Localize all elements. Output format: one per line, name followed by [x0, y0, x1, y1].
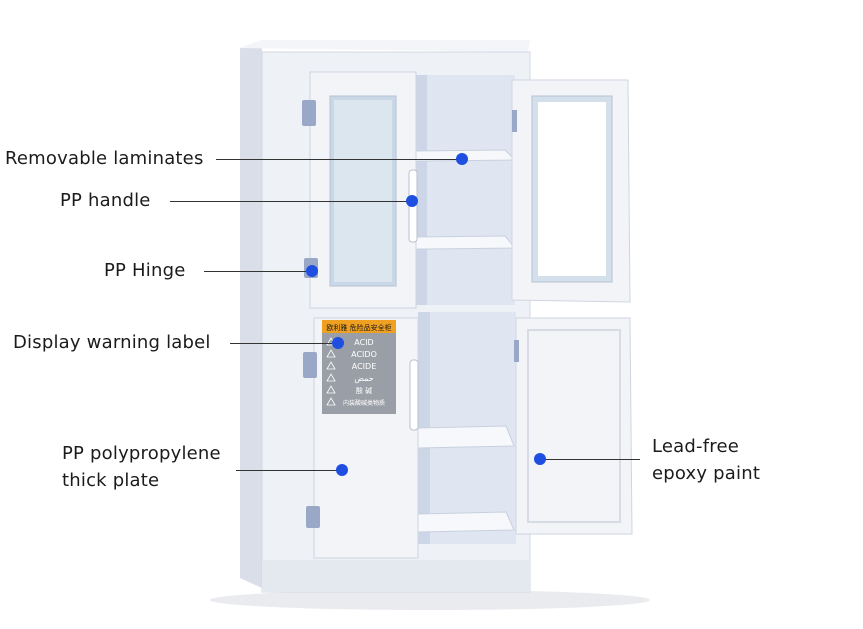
hazard-icon-6 — [326, 397, 336, 406]
upper-right-door-glass-inner — [538, 102, 606, 276]
marker-dot-epoxy-paint — [534, 453, 546, 465]
callout-removable-laminates: Removable laminates — [5, 148, 204, 169]
hazard-icon-3 — [326, 361, 336, 370]
marker-dot-pp-hinge — [306, 265, 318, 277]
warning-label-header-bar — [322, 320, 396, 333]
hinge-top — [302, 100, 316, 126]
right-door-hinge-top — [512, 110, 517, 132]
warning-line-1: ACID — [354, 338, 373, 347]
warning-label-header: 欧利雅 危险品安全柜 — [326, 323, 391, 332]
callout-pp-plate-line1: PP polypropylene — [62, 443, 221, 464]
marker-dot-pp-plate — [336, 464, 348, 476]
warning-label-panel — [322, 320, 396, 414]
shelf-lower-1 — [417, 425, 515, 449]
upper-interior — [415, 75, 515, 305]
right-door-hinge-lower — [514, 340, 519, 362]
hazard-icon-2 — [326, 349, 336, 358]
floor-shadow — [210, 590, 650, 610]
hinge-lower — [303, 352, 317, 378]
warning-line-2: ACIDO — [351, 350, 377, 359]
hazard-icon-4 — [326, 373, 336, 382]
callout-epoxy-paint-line1: Lead-free — [652, 436, 740, 457]
leader-line-removable-laminates — [216, 159, 462, 160]
marker-dot-removable-laminates — [456, 153, 468, 165]
pp-handle-lower — [409, 359, 419, 431]
warning-line-4: حمض — [354, 374, 373, 383]
leader-line-warning-label — [230, 343, 338, 344]
glass-reflection — [334, 100, 392, 282]
marker-dot-warning-label — [332, 337, 344, 349]
callout-warning-label: Display warning label — [13, 332, 211, 353]
leader-line-pp-hinge — [204, 271, 312, 272]
cabinet-base — [262, 560, 530, 592]
shelf-lower-2 — [417, 511, 515, 533]
callout-pp-plate-line2: thick plate — [62, 470, 160, 491]
callout-epoxy-paint-line2: epoxy paint — [652, 463, 761, 484]
hinge-bottom — [306, 506, 320, 528]
leader-line-pp-handle — [170, 201, 412, 202]
hazard-icon-5 — [326, 385, 336, 394]
cabinet-top — [240, 40, 530, 52]
leader-line-pp-plate — [236, 470, 342, 471]
warning-line-6: 内装酸碱类物质 — [343, 399, 385, 407]
callout-pp-handle: PP handle — [60, 190, 151, 211]
marker-dot-pp-handle — [406, 195, 418, 207]
cabinet-side-panel — [240, 40, 262, 588]
lower-right-door-panel — [527, 329, 621, 523]
callout-pp-hinge: PP Hinge — [104, 260, 186, 281]
lower-right-door — [515, 317, 633, 535]
warning-line-5: 酸 碱 — [356, 386, 372, 395]
warning-line-3: ACIDE — [352, 362, 377, 371]
leader-line-epoxy-paint — [540, 459, 640, 460]
